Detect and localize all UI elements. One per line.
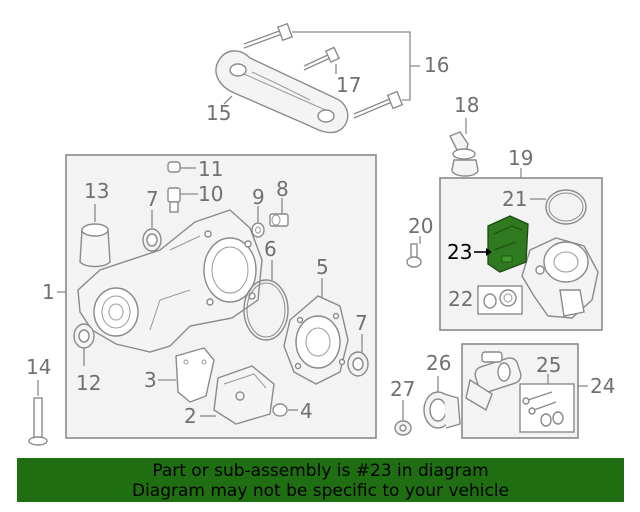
callout-22: 22 bbox=[448, 287, 473, 311]
callout-7-right: 7 bbox=[355, 311, 368, 335]
callout-16: 16 bbox=[424, 53, 449, 77]
seal-12 bbox=[73, 323, 95, 349]
banner-line-2: Diagram may not be specific to your vehi… bbox=[131, 481, 509, 501]
seal-7-upper bbox=[142, 228, 162, 252]
callout-1: 1 bbox=[42, 280, 55, 304]
bolt-kit-25 bbox=[522, 391, 564, 427]
leader-23 bbox=[474, 248, 492, 256]
mount-cap-18 bbox=[449, 131, 479, 177]
collar-26 bbox=[423, 391, 461, 429]
o-ring-21 bbox=[545, 189, 587, 225]
parts-diagram: 15 17 16 18 1 13 7 bbox=[26, 22, 615, 446]
gasket-3 bbox=[175, 347, 215, 403]
bolt-16-lower bbox=[353, 90, 404, 119]
callout-9: 9 bbox=[252, 185, 265, 209]
banner-line-1: Part or sub-assembly is #23 in diagram bbox=[152, 461, 489, 481]
callout-6: 6 bbox=[264, 237, 277, 261]
cover-5 bbox=[283, 295, 349, 385]
bolt-14 bbox=[28, 397, 48, 446]
callout-18: 18 bbox=[454, 93, 479, 117]
leader-15 bbox=[223, 95, 233, 105]
callout-13: 13 bbox=[84, 179, 109, 203]
bolt-11 bbox=[167, 161, 196, 173]
leader-16 bbox=[292, 31, 420, 101]
callout-15: 15 bbox=[206, 101, 231, 125]
bolt-20 bbox=[406, 243, 422, 268]
nut-27 bbox=[394, 420, 412, 436]
callout-7-upper: 7 bbox=[146, 187, 159, 211]
control-module-23 bbox=[487, 215, 529, 273]
callout-19: 19 bbox=[508, 146, 533, 170]
washer-9 bbox=[251, 222, 265, 238]
bushing-13 bbox=[79, 223, 111, 268]
callout-17: 17 bbox=[336, 73, 361, 97]
housing-2 bbox=[213, 365, 275, 425]
nut-4 bbox=[272, 403, 288, 417]
gasket-6 bbox=[243, 279, 289, 341]
callout-3: 3 bbox=[144, 368, 157, 392]
callout-2: 2 bbox=[184, 404, 197, 428]
plug-8 bbox=[269, 213, 289, 227]
seal-22 bbox=[483, 289, 517, 309]
callout-8: 8 bbox=[276, 177, 289, 201]
bolt-17 bbox=[303, 46, 340, 71]
callout-21: 21 bbox=[502, 187, 527, 211]
solenoid-valve bbox=[465, 351, 522, 412]
callout-5: 5 bbox=[316, 255, 329, 279]
mount-bracket bbox=[215, 50, 349, 134]
callout-11: 11 bbox=[198, 157, 223, 181]
callout-14: 14 bbox=[26, 355, 51, 379]
callout-20: 20 bbox=[408, 214, 433, 238]
callout-26: 26 bbox=[426, 351, 451, 375]
seal-7-right bbox=[347, 351, 369, 377]
callout-25: 25 bbox=[536, 353, 561, 377]
bolt-16-upper bbox=[243, 22, 293, 49]
vent-10 bbox=[167, 187, 198, 213]
callout-23: 23 bbox=[447, 240, 472, 264]
notice-banner: Part or sub-assembly is #23 in diagram D… bbox=[17, 458, 624, 502]
callout-27: 27 bbox=[390, 377, 415, 401]
callout-24: 24 bbox=[590, 374, 615, 398]
actuator-motor bbox=[521, 237, 599, 319]
callout-4: 4 bbox=[300, 399, 313, 423]
differential-carrier bbox=[77, 209, 263, 353]
callout-12: 12 bbox=[76, 371, 101, 395]
callout-10: 10 bbox=[198, 182, 223, 206]
